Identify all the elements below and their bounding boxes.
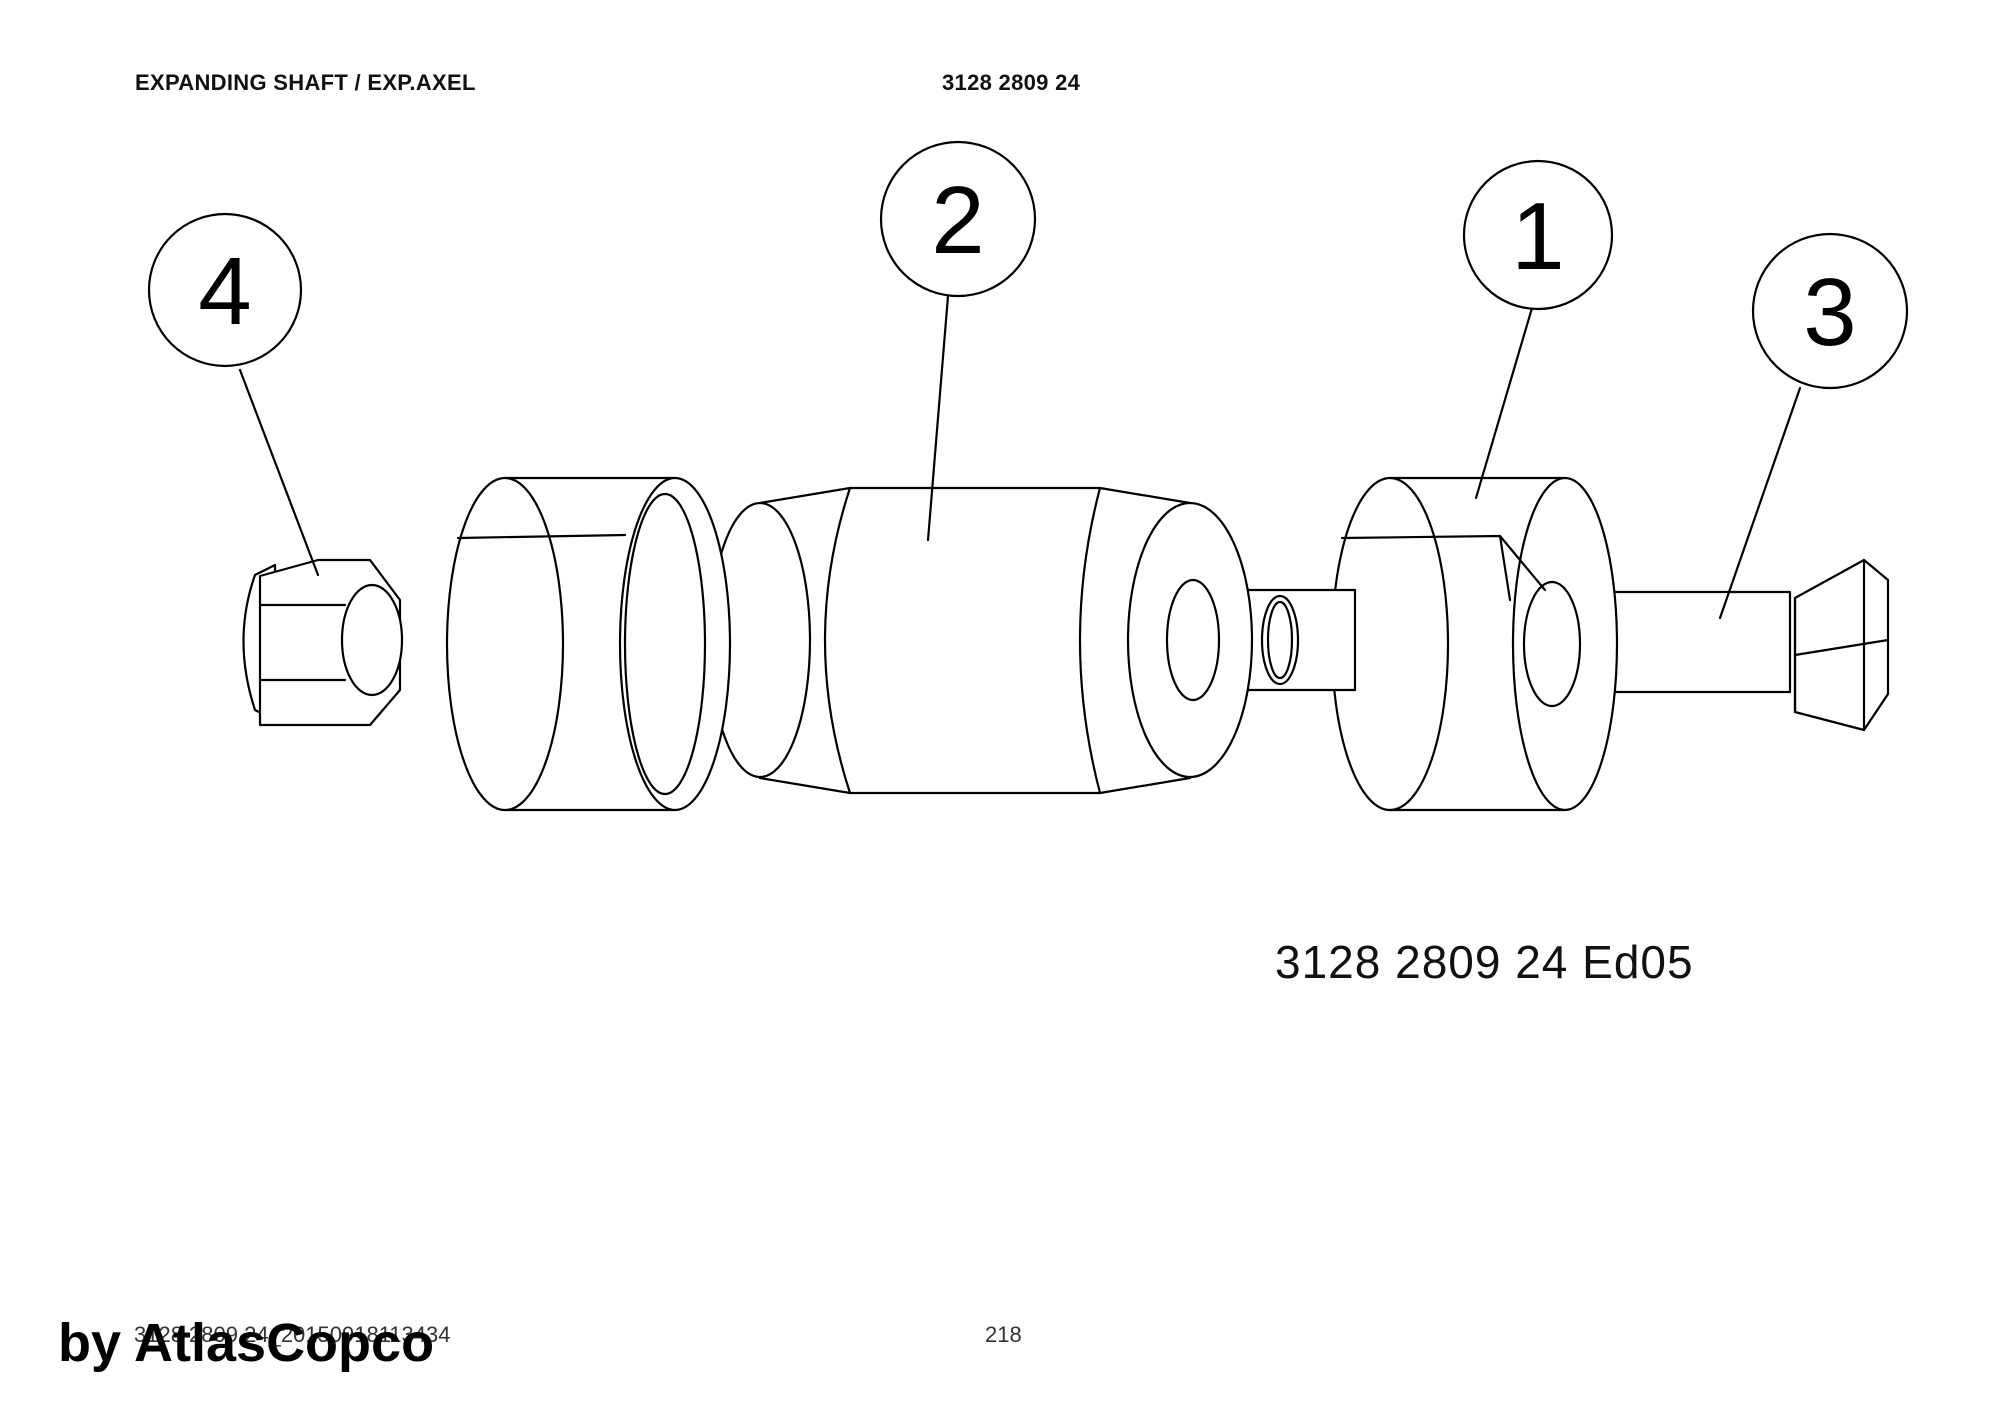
- leader-lines: [238, 294, 1802, 620]
- callout-3: 3: [1751, 232, 1909, 390]
- expanding-cylinder-part-2: [708, 486, 1254, 795]
- split-ring-part-1: [1330, 476, 1619, 812]
- hex-nut-part-4: [242, 558, 404, 727]
- footer-document-id: 3128 2809 24_20150918113434: [134, 1322, 451, 1347]
- callout-1-number: 1: [1511, 183, 1564, 290]
- leader-line-2: [926, 294, 950, 542]
- watermark-text: by AtlasCopco: [58, 1313, 435, 1373]
- callout-4: 4: [147, 212, 303, 368]
- header-part-number: 3128 2809 24: [942, 70, 1081, 95]
- leader-line-3: [1718, 386, 1802, 620]
- callout-2-number: 2: [931, 167, 984, 274]
- callout-1: 1: [1462, 159, 1614, 311]
- callout-2: 2: [879, 140, 1037, 298]
- callout-3-number: 3: [1803, 259, 1856, 366]
- footer-page-number: 218: [985, 1322, 1022, 1347]
- split-ring-left: [445, 476, 732, 812]
- leader-line-1: [1474, 306, 1534, 500]
- drawing-code: 3128 2809 24 Ed05: [1275, 936, 1694, 988]
- document-title: EXPANDING SHAFT / EXP.AXEL: [135, 70, 476, 95]
- callout-4-number: 4: [198, 238, 251, 345]
- leader-line-4: [238, 368, 320, 577]
